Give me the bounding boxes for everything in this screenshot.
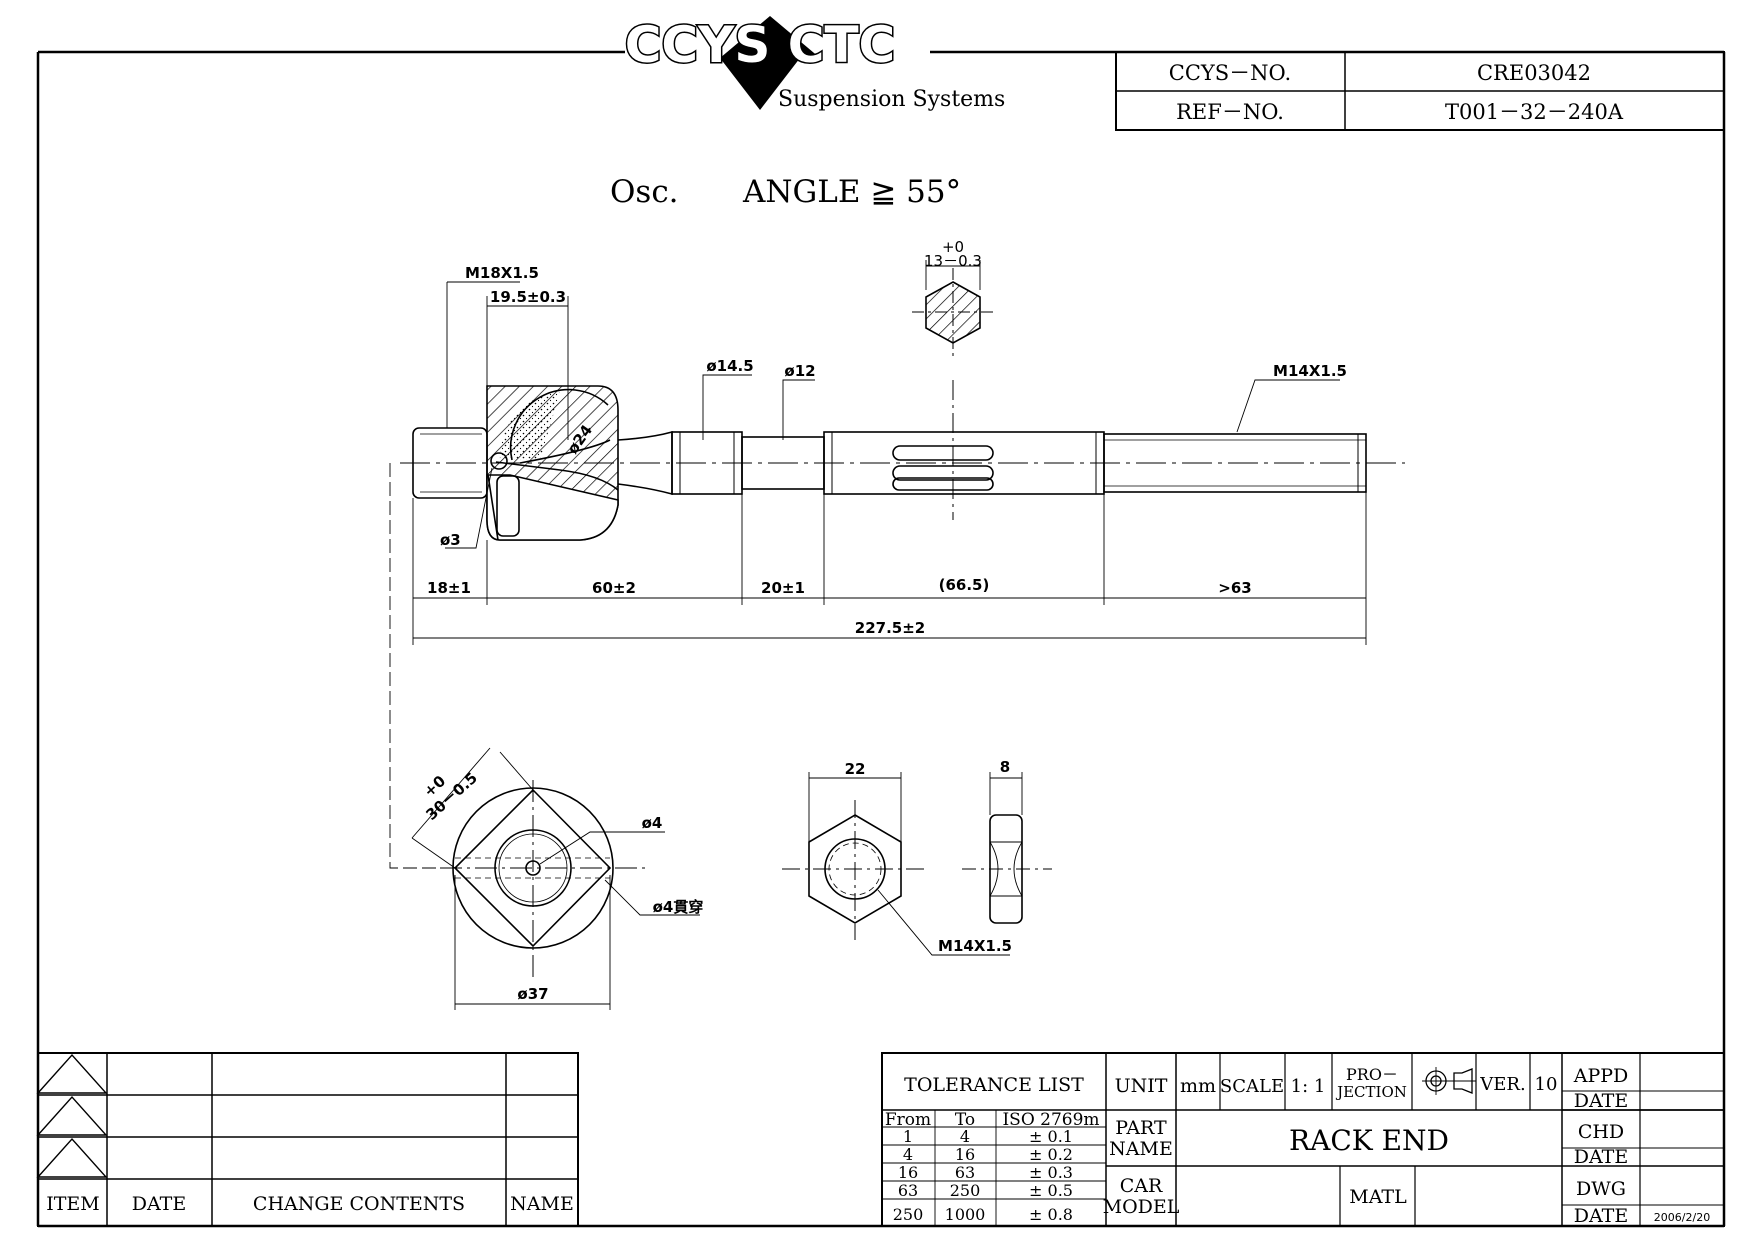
dim-18: 18±1: [427, 579, 471, 597]
tol-row-2-to: 16: [955, 1145, 975, 1164]
scale-value: 1: 1: [1291, 1076, 1326, 1097]
hex-tol-top: +0: [942, 238, 964, 256]
tol-row-2-from: 4: [903, 1145, 913, 1164]
header-table: CCYS－NO. CRE03042 REF－NO. T001－32－240A: [1115, 51, 1725, 131]
ccys-no-label: CCYS－NO.: [1169, 61, 1291, 85]
hex-tol: 13－0.3: [924, 252, 982, 270]
dim-phi-37: ø37: [517, 985, 548, 1003]
dim-63: >63: [1218, 579, 1251, 597]
nut-front-view: [782, 772, 1010, 956]
appd-date-label: DATE: [1574, 1090, 1628, 1112]
tolerance-title: TOLERANCE LIST: [904, 1074, 1084, 1096]
logo-brand: CCYS CTC: [625, 16, 896, 74]
tol-row-1-to: 4: [960, 1127, 970, 1146]
dim-66-5: (66.5): [939, 576, 990, 594]
title-block: [881, 1052, 1725, 1227]
hex-section: [912, 260, 994, 360]
osc-label: Osc.: [610, 174, 679, 210]
dim-nut-thickness: 8: [1000, 758, 1010, 776]
tol-row-4-from: 63: [898, 1181, 918, 1200]
appd-label: APPD: [1573, 1065, 1629, 1087]
tol-row-1-val: ± 0.1: [1029, 1127, 1073, 1146]
tol-row-3-val: ± 0.3: [1029, 1163, 1073, 1182]
dwg-date-label: DATE: [1574, 1205, 1628, 1227]
change-table: [36, 1052, 579, 1227]
ref-no-label: REF－NO.: [1176, 100, 1284, 124]
dwg-date-value: 2006/2/20: [1654, 1211, 1710, 1224]
dimension-lines-main: [389, 281, 1367, 869]
projection-label-2: JECTION: [1335, 1083, 1407, 1101]
logo-subtitle: Suspension Systems: [778, 87, 1005, 112]
car-model-label-2: MODEL: [1103, 1196, 1180, 1218]
dim-phi-12: ø12: [784, 362, 815, 380]
ver-label: VER.: [1479, 1074, 1525, 1095]
scale-label: SCALE: [1220, 1076, 1284, 1097]
tol-row-5-from: 250: [893, 1205, 924, 1224]
matl-label: MATL: [1349, 1186, 1407, 1208]
unit-label: UNIT: [1115, 1075, 1168, 1097]
change-header-date: DATE: [132, 1193, 186, 1215]
tol-header-to: To: [955, 1110, 975, 1130]
part-name-label-2: NAME: [1109, 1138, 1173, 1160]
tol-row-1-from: 1: [903, 1127, 913, 1146]
tol-row-3-to: 63: [955, 1163, 975, 1182]
projection-label-1: PRO－: [1346, 1065, 1398, 1084]
dim-60: 60±2: [592, 579, 636, 597]
tol-row-4-val: ± 0.5: [1029, 1181, 1073, 1200]
tol-header-from: From: [885, 1110, 931, 1130]
ccys-no-value: CRE03042: [1477, 61, 1591, 85]
nut-side-view: [962, 772, 1052, 924]
ver-value: 10: [1535, 1074, 1558, 1095]
ref-no-value: T001－32－240A: [1445, 100, 1624, 124]
dim-20: 20±1: [761, 579, 805, 597]
sheet-border: [36, 50, 1726, 1228]
dim-phi-14-5: ø14.5: [706, 357, 753, 375]
dim-phi-3: ø3: [440, 531, 461, 549]
end-view-socket: [411, 747, 700, 1010]
title-block-text: TOLERANCE LIST From To ISO 2769m 1 4 ± 0…: [885, 1065, 1710, 1227]
nut-labels: 22 8 M14X1.5: [845, 758, 1012, 955]
part-name-label-1: PART: [1115, 1117, 1167, 1139]
dim-phi-4: ø4: [642, 814, 663, 832]
dim-m14-top: M14X1.5: [1273, 362, 1347, 380]
tol-header-iso: ISO 2769m: [1002, 1110, 1099, 1130]
change-header-contents: CHANGE CONTENTS: [253, 1193, 465, 1215]
chd-label: CHD: [1578, 1121, 1624, 1143]
chd-date-label: DATE: [1574, 1146, 1628, 1168]
dim-phi-4-through: ø4貫穿: [653, 898, 704, 916]
dim-227-5: 227.5±2: [855, 619, 925, 637]
change-table-headers: ITEM DATE CHANGE CONTENTS NAME: [46, 1193, 574, 1215]
rack-end-side-view: [400, 380, 1405, 541]
ccys-logo: CCYS CTC Suspension Systems: [623, 15, 1005, 113]
main-dim-labels: M18X1.5 19.5±0.3 ø14.5 ø12 M14X1.5 ø24 ø…: [427, 264, 1347, 637]
dwg-label: DWG: [1576, 1178, 1626, 1200]
unit-value: mm: [1180, 1075, 1216, 1097]
tol-row-3-from: 16: [898, 1163, 918, 1182]
part-name-value: RACK END: [1289, 1124, 1449, 1157]
dim-19-5: 19.5±0.3: [490, 288, 566, 306]
tol-row-5-to: 1000: [945, 1205, 986, 1224]
dim-m18: M18X1.5: [465, 264, 539, 282]
dim-m14-nut: M14X1.5: [938, 937, 1012, 955]
tol-row-5-val: ± 0.8: [1029, 1205, 1073, 1224]
dim-nut-width: 22: [845, 760, 866, 778]
car-model-label-1: CAR: [1120, 1175, 1163, 1197]
tol-row-2-val: ± 0.2: [1029, 1145, 1073, 1164]
angle-label: ANGLE ≧ 55°: [742, 174, 961, 210]
change-header-item: ITEM: [46, 1193, 100, 1215]
change-header-name: NAME: [510, 1193, 574, 1215]
tol-row-4-to: 250: [950, 1181, 981, 1200]
